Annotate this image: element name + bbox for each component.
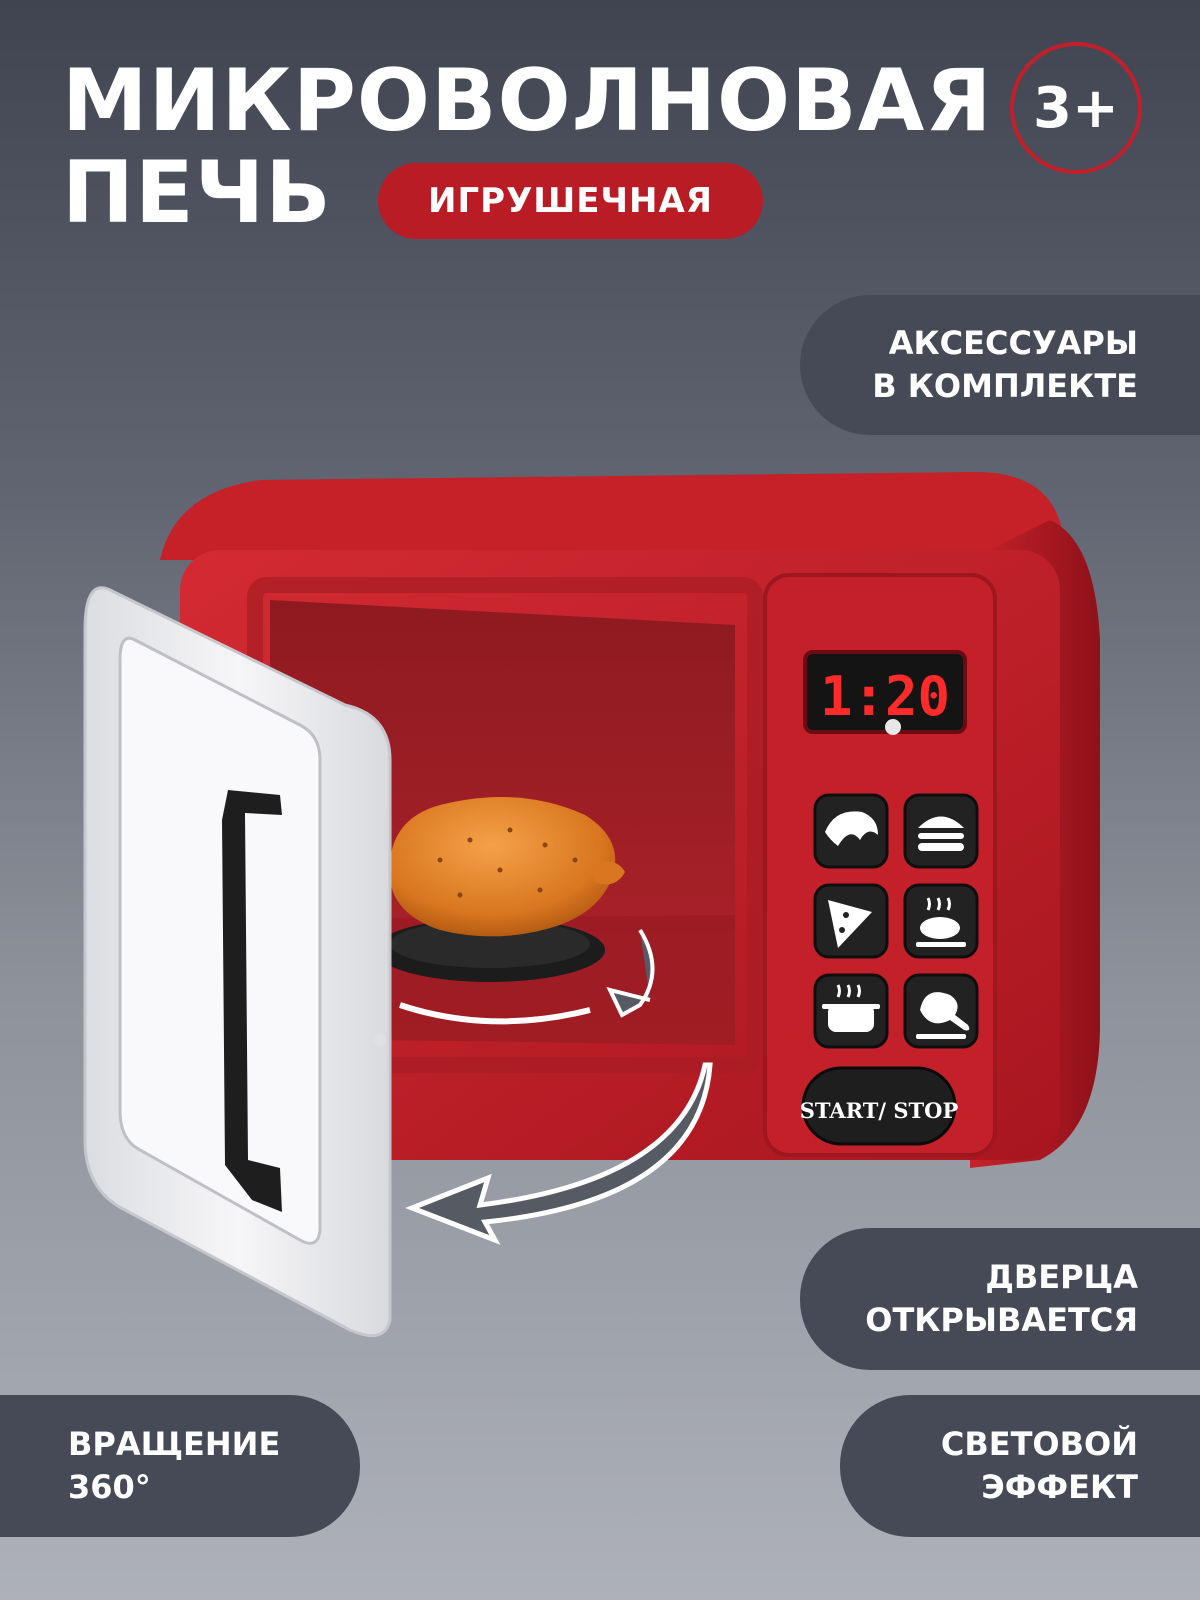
feature-door-line2: ОТКРЫВАЕТСЯ xyxy=(865,1301,1138,1339)
feature-rotation-line2: 360° xyxy=(68,1468,151,1506)
feature-accessories-line1: АКСЕССУАРЫ xyxy=(888,323,1138,362)
burger-icon xyxy=(918,816,964,851)
rotation-arrow xyxy=(399,1002,591,1025)
display-window xyxy=(803,650,967,734)
title-line-1: МИКРОВОЛНОВАЯ xyxy=(62,51,993,151)
food-buttons xyxy=(813,793,979,1049)
feature-rotation-line1: ВРАЩЕНИЕ xyxy=(68,1424,281,1463)
microwave-top xyxy=(160,472,1066,560)
toy-chicken xyxy=(389,797,625,937)
feature-door-line1: ДВЕРЦА xyxy=(985,1257,1138,1296)
age-badge: 3+ xyxy=(1010,42,1142,174)
roast-chicken-icon xyxy=(916,897,966,947)
sensor-dot xyxy=(885,719,901,735)
start-stop-label: START/ STOP xyxy=(800,1098,959,1123)
feature-accessories-line2: В КОМПЛЕКТЕ xyxy=(872,367,1138,405)
pizza-icon xyxy=(828,900,872,948)
soup-pot-icon xyxy=(822,984,880,1032)
door-open-arrow xyxy=(405,1062,713,1245)
feature-accessories: АКСЕССУАРЫ В КОМПЛЕКТЕ xyxy=(800,295,1200,435)
feature-door: ДВЕРЦА ОТКРЫВАЕТСЯ xyxy=(800,1228,1200,1370)
feature-light-line1: СВЕТОВОЙ xyxy=(940,1424,1138,1463)
display-readout: 1:20 xyxy=(820,665,950,728)
subtitle-pill: ИГРУШЕЧНАЯ xyxy=(378,163,763,239)
meat-drumstick-icon xyxy=(916,992,970,1039)
title-line-2: ПЕЧЬ xyxy=(62,143,332,243)
open-door xyxy=(83,586,392,1338)
croissant-icon xyxy=(825,811,878,846)
feature-light: СВЕТОВОЙ ЭФФЕКТ xyxy=(840,1395,1200,1537)
burger-button[interactable] xyxy=(903,793,979,869)
feature-light-line2: ЭФФЕКТ xyxy=(981,1468,1138,1506)
feature-rotation: ВРАЩЕНИЕ 360° xyxy=(0,1395,360,1537)
door-handle xyxy=(222,790,282,1212)
start-stop-button[interactable] xyxy=(801,1066,957,1146)
